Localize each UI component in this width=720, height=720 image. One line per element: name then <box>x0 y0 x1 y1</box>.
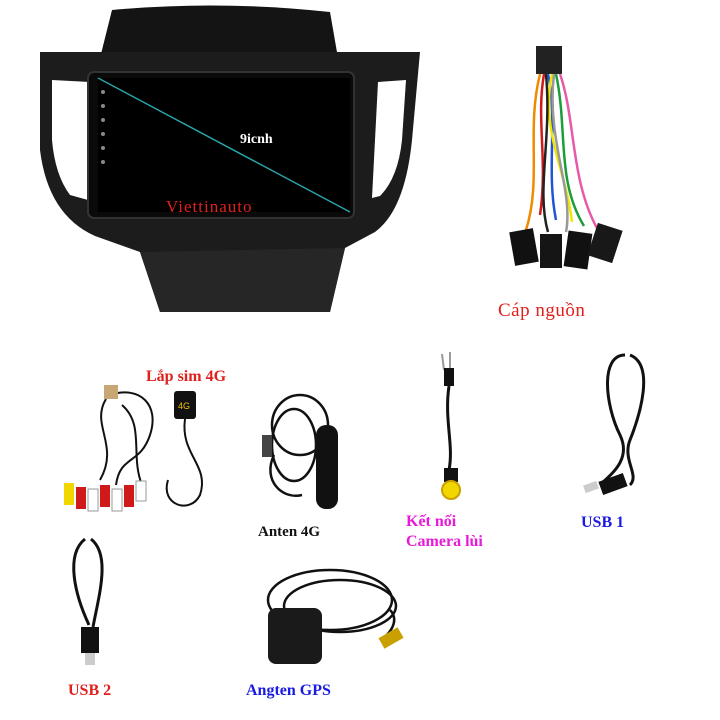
power-cable-label: Cáp nguồn <box>498 300 586 321</box>
sim-4g-harness-image: 4G <box>64 385 203 512</box>
svg-text:4G: 4G <box>178 401 190 411</box>
camera-label-line1: Kết nối <box>406 513 457 530</box>
antenna-4g-label: Anten 4G <box>258 524 321 540</box>
screen-size-label: 9icnh <box>240 132 273 147</box>
sim-4g-label: Lắp sim 4G <box>146 368 227 385</box>
camera-label-line2: Camera lùi <box>406 533 483 550</box>
watermark: Viettinauto <box>166 197 253 216</box>
antenna-4g-image <box>262 393 338 509</box>
camera-cable-image <box>441 352 461 500</box>
power-cable-image <box>509 46 623 270</box>
gps-antenna-image <box>266 568 404 664</box>
usb2-label: USB 2 <box>68 682 112 699</box>
head-unit-image <box>40 5 420 312</box>
usb1-label: USB 1 <box>581 514 625 531</box>
usb2-cable-image <box>72 537 104 665</box>
gps-label: Angten GPS <box>246 682 331 699</box>
usb1-cable-image <box>583 353 646 496</box>
